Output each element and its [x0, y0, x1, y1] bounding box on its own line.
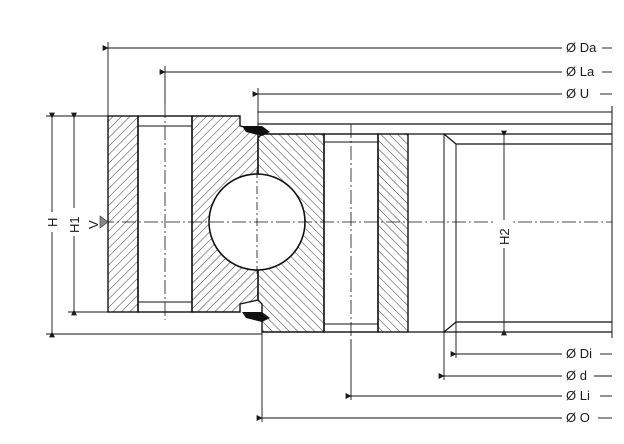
- label-v: V: [86, 220, 101, 229]
- dim-d: Ø d: [438, 368, 612, 383]
- label-u: Ø U: [566, 86, 589, 101]
- dim-h: H: [44, 112, 60, 338]
- dim-u: Ø U: [252, 86, 612, 101]
- label-h: H: [45, 218, 60, 227]
- label-d: Ø d: [566, 368, 587, 383]
- label-li: Ø Li: [566, 388, 590, 403]
- dim-la: Ø La: [159, 64, 612, 79]
- gear-section: [258, 106, 613, 338]
- label-la: Ø La: [566, 64, 595, 79]
- v-marker: V: [86, 215, 109, 229]
- dim-h2: H2: [496, 130, 512, 336]
- label-da: Ø Da: [566, 40, 597, 55]
- dim-li: Ø Li: [345, 388, 612, 403]
- dim-h1: H1: [66, 112, 82, 316]
- label-h2: H2: [497, 228, 512, 245]
- label-di: Ø Di: [566, 346, 592, 361]
- label-h1: H1: [67, 216, 82, 233]
- label-o: Ø O: [566, 410, 590, 425]
- dim-di: Ø Di: [450, 346, 612, 361]
- dim-o: Ø O: [256, 410, 612, 425]
- dim-da: Ø Da: [102, 40, 612, 55]
- center-lines: [100, 104, 612, 340]
- extension-lines: [46, 42, 457, 422]
